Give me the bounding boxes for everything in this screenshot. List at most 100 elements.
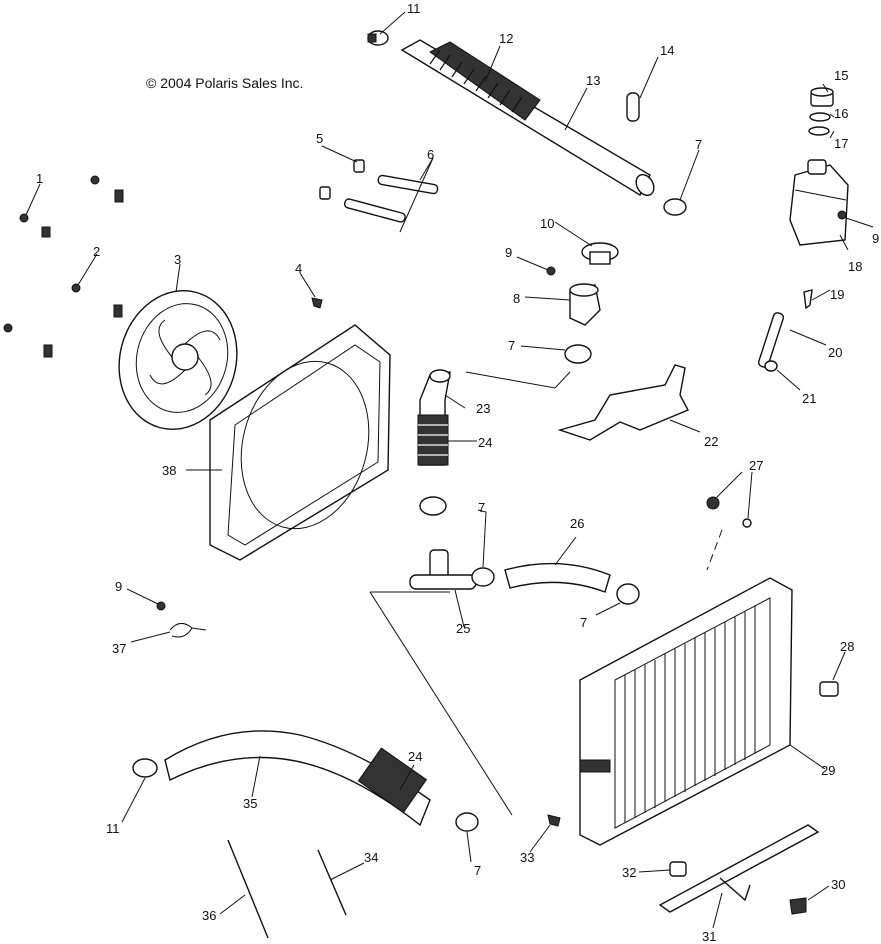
callout-28: 28 xyxy=(840,639,854,654)
mount-washer xyxy=(742,518,752,528)
callout-36: 36 xyxy=(202,908,216,923)
overflow-hose xyxy=(757,312,785,368)
tee-fitting xyxy=(409,549,477,590)
callout-22: 22 xyxy=(704,434,718,449)
cap-gasket xyxy=(808,126,830,136)
callout-21: 21 xyxy=(802,391,816,406)
callout-7-b: 7 xyxy=(508,338,515,353)
callout-29: 29 xyxy=(821,763,835,778)
radiator-grommet xyxy=(669,861,687,877)
callout-7-c: 7 xyxy=(478,500,485,515)
screw-filler xyxy=(546,266,556,276)
callout-7-d: 7 xyxy=(580,615,587,630)
callout-3: 3 xyxy=(174,252,181,267)
callout-labels: 11 12 13 14 15 16 17 7 9 18 19 20 21 10 … xyxy=(36,1,879,944)
fan-shroud xyxy=(209,324,391,561)
fan-screw-4 xyxy=(3,323,13,333)
fan-screw-3 xyxy=(71,283,81,293)
callout-7-e: 7 xyxy=(474,863,481,878)
fan-screw-1 xyxy=(19,213,29,223)
speed-nut-3 xyxy=(113,304,123,318)
bypass-hose xyxy=(504,562,611,593)
callout-25: 25 xyxy=(456,621,470,636)
callout-37: 37 xyxy=(112,641,126,656)
callout-24-a: 24 xyxy=(478,435,492,450)
callout-27: 27 xyxy=(749,458,763,473)
callout-34: 34 xyxy=(364,850,378,865)
callout-24-b: 24 xyxy=(408,749,422,764)
coolant-reservoir xyxy=(789,159,849,246)
lower-radiator-hose xyxy=(164,730,431,827)
cooling-fan-assembly xyxy=(118,290,238,430)
upper-hose xyxy=(400,39,655,197)
callout-9-c: 9 xyxy=(115,579,122,594)
copyright-text: © 2004 Polaris Sales Inc. xyxy=(146,75,303,91)
lower-bracket xyxy=(658,824,820,913)
vent-hose-piece xyxy=(626,92,640,122)
hose-clamp-bottom xyxy=(455,812,479,832)
callout-4: 4 xyxy=(295,261,302,276)
hose-clamp-left xyxy=(132,758,158,778)
cable-tie-short xyxy=(317,849,347,916)
callout-16: 16 xyxy=(834,106,848,121)
lower-hose-elbow xyxy=(417,369,451,466)
callout-12: 12 xyxy=(499,31,513,46)
fan-screw-2 xyxy=(90,175,100,185)
callout-11-bottom: 11 xyxy=(106,821,120,836)
speed-nut-4 xyxy=(43,344,53,358)
overflow-clamp xyxy=(764,360,778,372)
callout-26: 26 xyxy=(570,516,584,531)
callout-6: 6 xyxy=(427,147,434,162)
callout-14: 14 xyxy=(660,43,674,58)
cable-tie-long xyxy=(227,839,269,939)
wire-clamp xyxy=(169,623,207,638)
callout-32: 32 xyxy=(622,865,636,880)
hose-clamp-filler xyxy=(564,344,592,364)
radiator xyxy=(579,577,793,846)
callout-10: 10 xyxy=(540,216,554,231)
spacer-rod-lower xyxy=(343,198,406,223)
speed-nut-2 xyxy=(114,189,124,203)
radiator-screw xyxy=(547,814,561,827)
callout-35: 35 xyxy=(243,796,257,811)
callout-13: 13 xyxy=(586,73,600,88)
callout-30: 30 xyxy=(831,877,845,892)
callout-5: 5 xyxy=(316,131,323,146)
bracket-screw xyxy=(789,897,807,915)
radiator-cap xyxy=(581,242,619,265)
callout-11-top: 11 xyxy=(407,1,421,16)
callout-9-b: 9 xyxy=(505,245,512,260)
callout-31: 31 xyxy=(702,929,716,944)
callout-7-a: 7 xyxy=(695,137,702,152)
spacer-rod-upper xyxy=(377,174,439,195)
callout-33: 33 xyxy=(520,850,534,865)
radiator-bolt xyxy=(819,681,839,697)
callout-20: 20 xyxy=(828,345,842,360)
screw-left xyxy=(156,601,166,611)
callout-38: 38 xyxy=(162,463,176,478)
callout-9-a: 9 xyxy=(872,231,879,246)
cap-seal-ring xyxy=(809,112,831,122)
hose-clamp-tee xyxy=(471,567,495,587)
grommet-lower xyxy=(319,186,331,200)
mount-nut xyxy=(706,496,720,510)
hose-clamp-upper xyxy=(663,198,687,216)
hose-clip xyxy=(803,289,813,310)
hose-clamp-mid xyxy=(419,496,447,516)
leader-lines xyxy=(25,11,874,929)
hose-clamp-top xyxy=(367,30,389,46)
callout-18: 18 xyxy=(848,259,862,274)
screw-reservoir xyxy=(837,210,847,220)
callout-15: 15 xyxy=(834,68,848,83)
hose-clamp-bypass xyxy=(616,583,640,605)
grommet-upper xyxy=(353,159,365,173)
callout-1: 1 xyxy=(36,171,43,186)
mounting-bracket xyxy=(557,364,689,441)
callout-8: 8 xyxy=(513,291,520,306)
callout-19: 19 xyxy=(830,287,844,302)
callout-23: 23 xyxy=(476,401,490,416)
callout-2: 2 xyxy=(93,244,100,259)
reservoir-cap xyxy=(810,87,834,107)
